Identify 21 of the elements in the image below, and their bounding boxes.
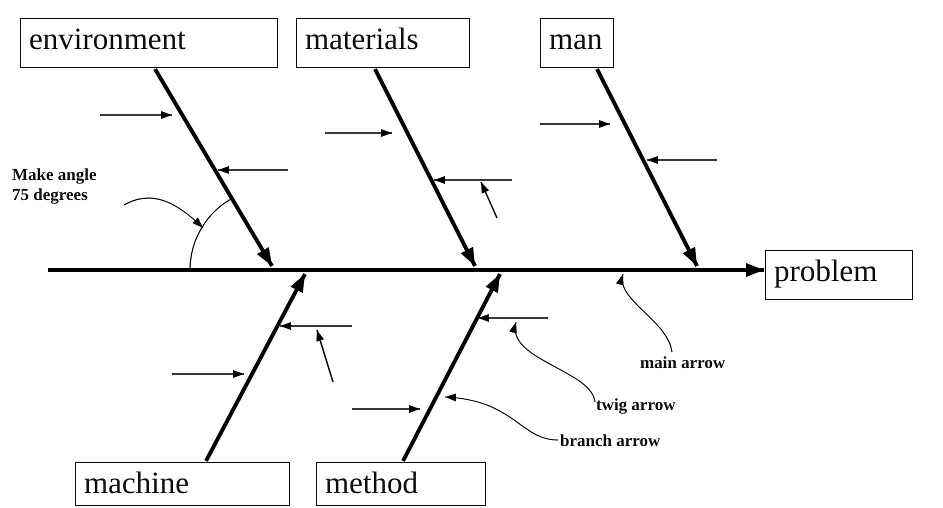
- leader-line: [124, 198, 204, 228]
- leader-line: [444, 394, 558, 441]
- category-box: machine: [75, 462, 290, 506]
- problem-box: problem: [765, 250, 913, 300]
- branch-arrow: [595, 68, 699, 267]
- annotation-text: twig arrow: [596, 395, 676, 415]
- category-box: environment: [20, 18, 278, 68]
- category-box: man: [540, 18, 614, 68]
- leader-line: [511, 322, 596, 402]
- branch-arrow: [373, 68, 477, 267]
- annotation-text: branch arrow: [560, 431, 662, 451]
- category-box: materials: [296, 18, 470, 68]
- branch-arrow: [153, 68, 274, 268]
- angle-arc: [189, 198, 232, 270]
- branch-arrow: [204, 273, 307, 462]
- main-arrow: [48, 263, 764, 277]
- leader-line: [618, 274, 673, 352]
- branch-arrow: [401, 273, 502, 462]
- category-box: method: [316, 462, 486, 506]
- annotation-text: main arrow: [640, 353, 726, 373]
- annotation-text: Make angle 75 degrees: [12, 165, 98, 205]
